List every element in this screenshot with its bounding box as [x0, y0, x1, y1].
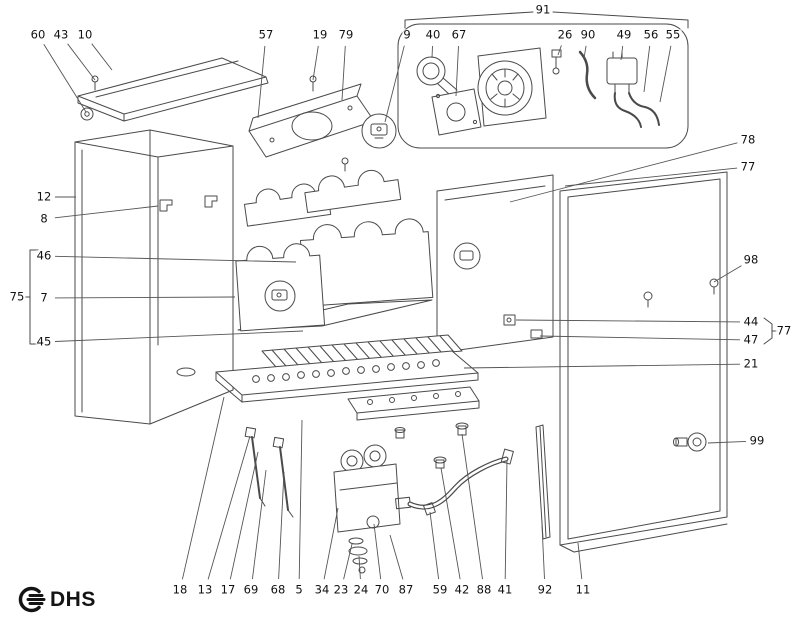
brand-logo-text: DHS	[50, 587, 96, 611]
flexible-hose	[407, 448, 514, 516]
brand-logo: DHS	[16, 586, 96, 613]
knob-part	[673, 432, 707, 452]
manifold-bar	[347, 386, 480, 421]
burner-tray	[215, 350, 479, 403]
detail-inset-thermostat	[361, 113, 397, 149]
fan-assembly-inset	[397, 23, 689, 149]
plate-screws	[309, 75, 349, 172]
side-seal-strip	[535, 424, 551, 540]
inner-panel	[436, 174, 554, 354]
insulation-strips	[243, 169, 402, 227]
callout-brackets	[24, 11, 778, 345]
cabinet-shell	[74, 129, 234, 425]
rear-casing-panel	[559, 171, 728, 553]
combustion-chamber	[235, 218, 434, 332]
gas-valve	[333, 444, 411, 574]
burner-fin-pack	[261, 334, 463, 368]
grommet	[80, 107, 94, 121]
dhs-logo-icon	[18, 586, 46, 613]
panel-screws	[643, 278, 719, 308]
lid-screw	[91, 75, 99, 91]
